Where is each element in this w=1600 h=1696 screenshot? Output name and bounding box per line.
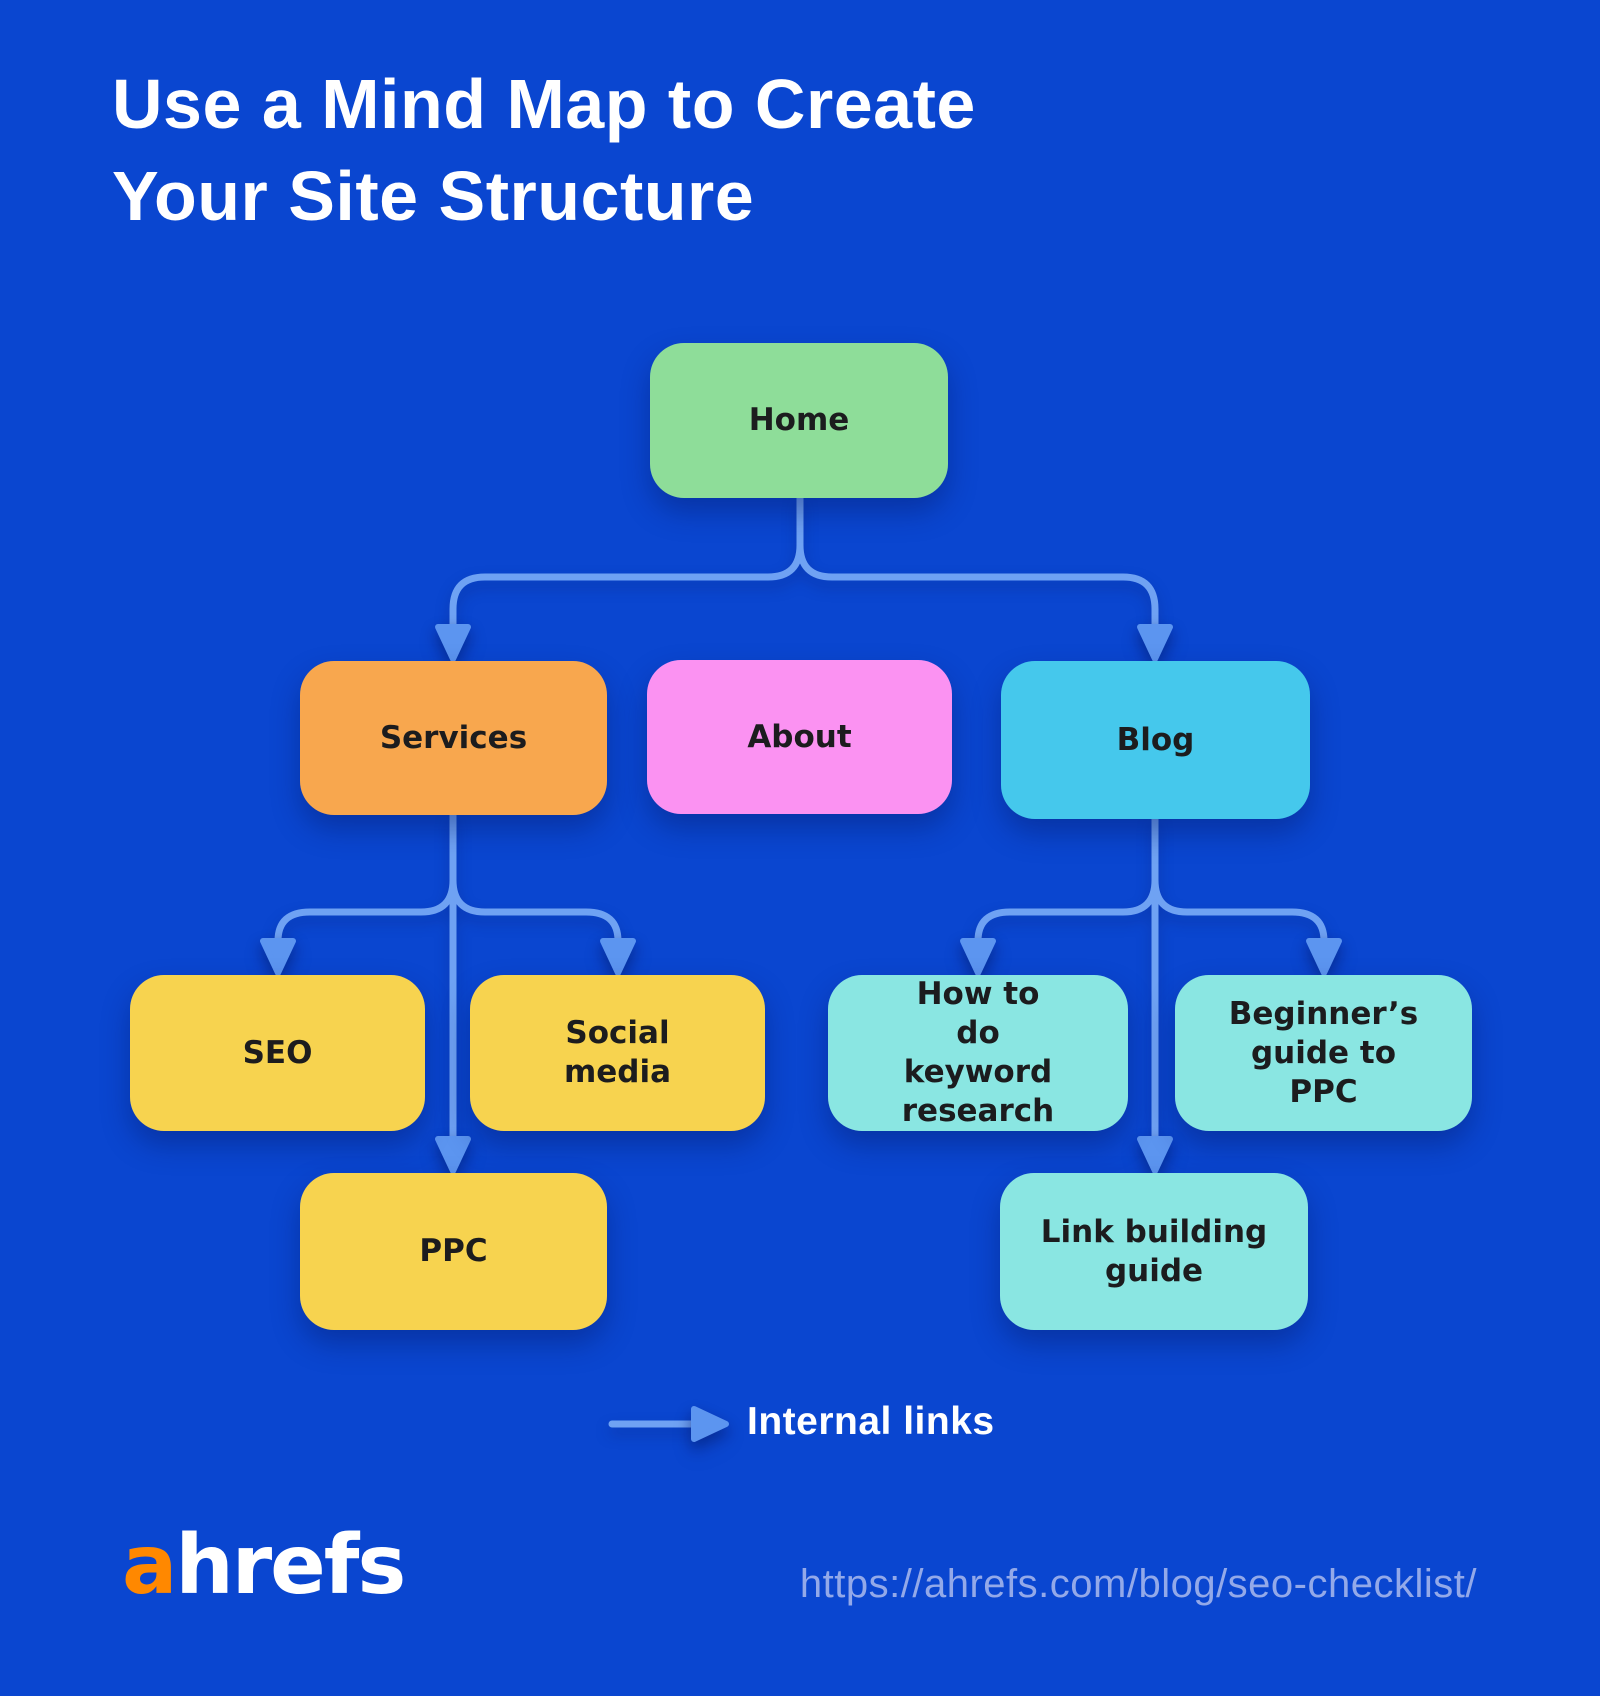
connector-services-seo	[274, 811, 457, 945]
connector-home-blog	[796, 494, 1159, 631]
node-ppc: PPC	[300, 1173, 607, 1330]
arrowhead-into-blog	[1137, 624, 1173, 662]
node-about: About	[647, 660, 952, 814]
node-home: Home	[650, 343, 948, 498]
node-services-label: Services	[379, 719, 528, 756]
ahrefs-logo-hrefs: hrefs	[175, 1518, 406, 1613]
legend-arrowhead	[691, 1406, 729, 1442]
connector-blog-beginners-guide	[1151, 815, 1328, 945]
page-title: Use a Mind Map to Create Your Site Struc…	[112, 58, 976, 242]
node-link-building-label: Link building guide	[1040, 1213, 1268, 1289]
node-keyword-research: How to do keyword research	[828, 975, 1128, 1131]
node-social-media: Social media	[470, 975, 765, 1131]
node-social-media-label: Social media	[563, 1015, 672, 1090]
arrowhead-into-link-building	[1137, 1136, 1173, 1174]
node-keyword-research-label: How to do keyword research	[901, 976, 1055, 1129]
node-link-building: Link building guide	[1000, 1173, 1308, 1330]
node-beginners-guide-label: Beginner’s guide to PPC	[1228, 995, 1419, 1110]
node-blog-label: Blog	[1116, 721, 1195, 758]
node-seo: SEO	[130, 975, 425, 1131]
ahrefs-logo: ahrefs	[122, 1518, 406, 1613]
connector-services-social-media	[449, 811, 622, 945]
arrowhead-into-ppc	[435, 1136, 471, 1174]
connector-arrowheads	[260, 624, 1342, 1442]
node-services: Services	[300, 661, 607, 815]
node-seo-label: SEO	[242, 1034, 313, 1071]
arrowhead-into-seo	[260, 938, 296, 976]
connector-home-services	[449, 494, 804, 631]
node-blog: Blog	[1001, 661, 1310, 819]
node-ppc-label: PPC	[419, 1233, 488, 1269]
ahrefs-logo-a: a	[122, 1518, 177, 1613]
connector-lines	[274, 494, 1328, 1428]
connector-blog-keyword-research	[974, 815, 1159, 945]
footer-url: https://ahrefs.com/blog/seo-checklist/	[799, 1562, 1477, 1606]
page-title-line2: Your Site Structure	[112, 157, 755, 235]
arrowhead-into-beginners-guide	[1306, 938, 1342, 976]
arrowhead-group	[260, 624, 1342, 1442]
node-beginners-guide: Beginner’s guide to PPC	[1175, 975, 1472, 1131]
page-title-line1: Use a Mind Map to Create	[112, 65, 976, 143]
legend-label: Internal links	[747, 1400, 995, 1443]
arrowhead-into-services	[435, 624, 471, 662]
arrowhead-into-social-media	[600, 938, 636, 976]
node-about-label: About	[747, 718, 852, 755]
node-home-label: Home	[748, 402, 850, 438]
arrowhead-into-keyword-research	[960, 938, 996, 976]
